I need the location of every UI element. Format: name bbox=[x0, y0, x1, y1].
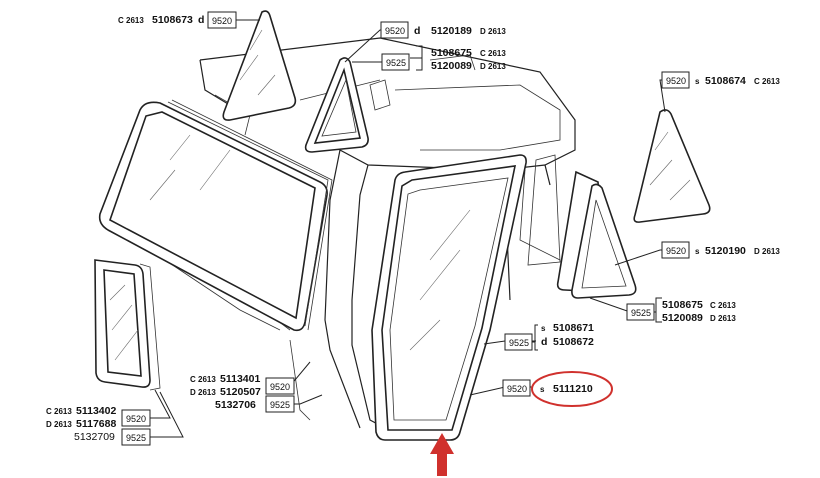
svg-text:9525: 9525 bbox=[270, 400, 290, 410]
svg-text:D 2613: D 2613 bbox=[754, 247, 780, 256]
svg-text:5120190: 5120190 bbox=[705, 245, 746, 257]
svg-text:D 2613: D 2613 bbox=[480, 62, 506, 71]
svg-text:5108673: 5108673 bbox=[152, 14, 193, 26]
svg-text:5120089: 5120089 bbox=[662, 312, 703, 324]
svg-text:C 2613: C 2613 bbox=[190, 375, 216, 384]
label-5120190: 9520 s 5120190 D 2613 bbox=[661, 241, 780, 259]
door-glass bbox=[371, 154, 527, 441]
label-group-middle-left: C 2613 5113401 9520 D 2613 5120507 51327… bbox=[190, 373, 295, 413]
svg-text:s: s bbox=[540, 385, 545, 394]
svg-text:9520: 9520 bbox=[212, 16, 232, 26]
svg-text:d: d bbox=[541, 336, 547, 348]
svg-text:5113402: 5113402 bbox=[76, 405, 116, 417]
svg-text:D 2613: D 2613 bbox=[710, 314, 736, 323]
red-arrow bbox=[430, 433, 454, 476]
svg-text:5113401: 5113401 bbox=[220, 373, 260, 385]
svg-text:5108674: 5108674 bbox=[705, 75, 746, 87]
svg-text:5132706: 5132706 bbox=[215, 399, 256, 411]
rear-window bbox=[98, 99, 333, 332]
svg-text:9520: 9520 bbox=[126, 414, 146, 424]
small-side-glass-left bbox=[94, 259, 161, 391]
svg-text:5117688: 5117688 bbox=[76, 418, 116, 430]
svg-text:9525: 9525 bbox=[126, 433, 146, 443]
label-door-glass: 9525 s 5108671 d 5108672 bbox=[504, 322, 594, 351]
svg-text:C 2613: C 2613 bbox=[710, 301, 736, 310]
svg-text:9520: 9520 bbox=[385, 26, 405, 36]
svg-text:9520: 9520 bbox=[666, 76, 686, 86]
label-5111210: 9520 s 5111210 bbox=[502, 371, 613, 407]
svg-text:d: d bbox=[414, 25, 420, 37]
label-5108674: 9520 s 5108674 C 2613 bbox=[661, 71, 780, 89]
side-triangle-glass-right bbox=[527, 154, 637, 299]
svg-text:9525: 9525 bbox=[386, 58, 406, 68]
svg-text:9525: 9525 bbox=[509, 338, 529, 348]
label-seal-right: 9525 5108675 C 2613 5120089 D 2613 bbox=[626, 297, 736, 324]
label-group-bottom-left: C 2613 5113402 9520 D 2613 5117688 51327… bbox=[46, 405, 151, 446]
svg-text:C 2613: C 2613 bbox=[480, 49, 506, 58]
svg-text:9525: 9525 bbox=[631, 308, 651, 318]
svg-text:5108672: 5108672 bbox=[553, 336, 594, 348]
svg-text:D 2613: D 2613 bbox=[46, 420, 72, 429]
quarter-glass-top-left bbox=[222, 10, 297, 121]
small-triangle-glass-top bbox=[304, 57, 369, 153]
svg-text:9520: 9520 bbox=[507, 384, 527, 394]
label-seal-top: 9525 5108675 C 2613 5120089 D 2613 bbox=[381, 45, 506, 72]
svg-text:5108675: 5108675 bbox=[431, 47, 472, 59]
svg-text:9520: 9520 bbox=[666, 246, 686, 256]
svg-text:5120507: 5120507 bbox=[220, 386, 261, 398]
svg-text:C 2613: C 2613 bbox=[46, 407, 72, 416]
svg-text:s: s bbox=[541, 324, 546, 333]
svg-text:5111210: 5111210 bbox=[553, 383, 593, 395]
svg-text:d: d bbox=[198, 14, 204, 26]
svg-text:D 2613: D 2613 bbox=[190, 388, 216, 397]
svg-text:9520: 9520 bbox=[270, 382, 290, 392]
quarter-glass-top-right bbox=[633, 109, 711, 223]
svg-text:C 2613: C 2613 bbox=[118, 16, 144, 25]
svg-text:D 2613: D 2613 bbox=[480, 27, 506, 36]
label-5108673: C 2613 5108673 d 9520 bbox=[118, 11, 237, 29]
svg-text:s: s bbox=[695, 247, 700, 256]
highlight-circle bbox=[531, 371, 613, 407]
svg-text:5108671: 5108671 bbox=[553, 322, 594, 334]
label-5120189: 9520 d 5120189 D 2613 bbox=[380, 21, 506, 39]
svg-text:5120189: 5120189 bbox=[431, 25, 472, 37]
svg-text:5108675: 5108675 bbox=[662, 299, 703, 311]
svg-text:5120089: 5120089 bbox=[431, 60, 472, 72]
svg-text:C 2613: C 2613 bbox=[754, 77, 780, 86]
svg-text:5132709: 5132709 bbox=[74, 431, 115, 443]
svg-text:s: s bbox=[695, 77, 700, 86]
